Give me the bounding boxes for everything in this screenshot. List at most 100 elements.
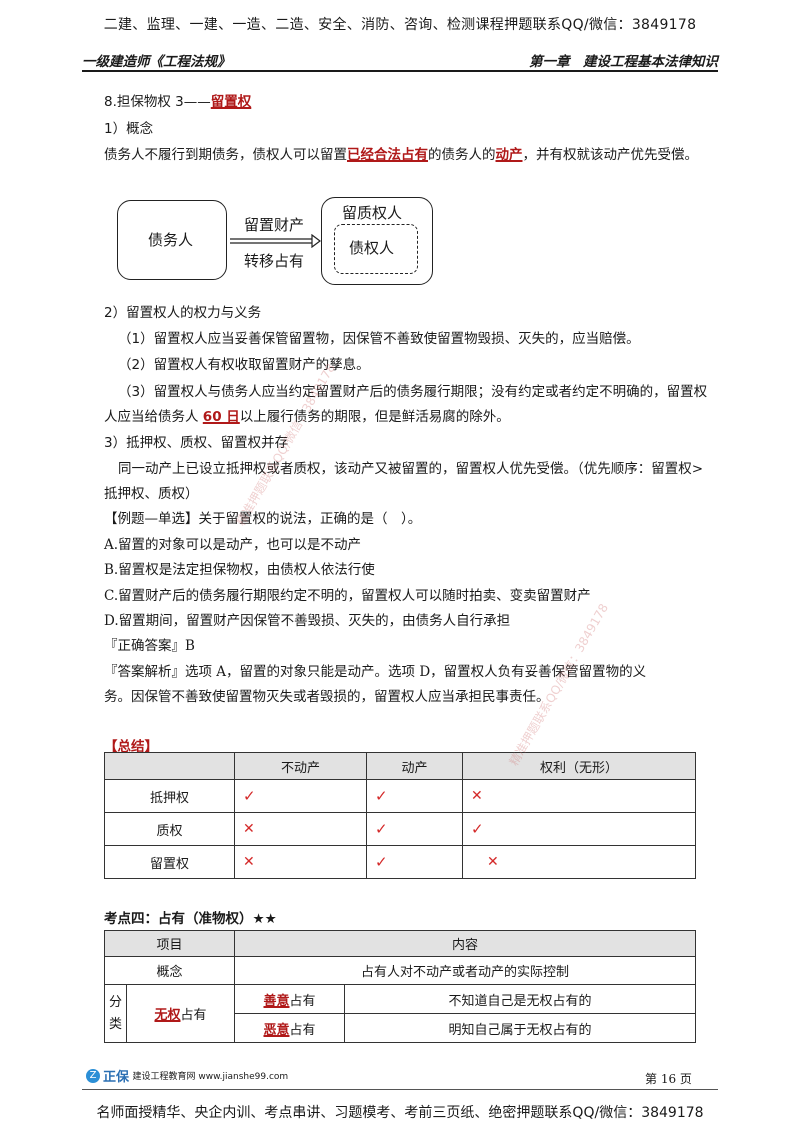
bad-faith-text: 占有 [289, 1022, 316, 1038]
good-faith-highlight: 善意 [263, 993, 290, 1009]
summary-header-row: 不动产 动产 权利（无形） [104, 752, 696, 780]
rights-title: 2）留置权人的权力与义务 [104, 305, 262, 321]
summary-row: 质权 ✕ ✓ ✓ [104, 812, 696, 846]
option-b: B.留置权是法定担保物权，由债权人依法行使 [104, 562, 375, 578]
rights-item: （2）留置权人有权收取留置财产的孳息。 [118, 357, 370, 373]
page-number: 第 16 页 [645, 1072, 692, 1086]
concept-text-part: 债务人不履行到期债务，债权人可以留置 [104, 147, 347, 163]
concept-text: 债务人不履行到期债务，债权人可以留置已经合法占有的债务人的动产，并有权就该动产优… [104, 143, 698, 163]
class-label: 分类 [104, 984, 127, 1043]
possession-table: 项目 内容 概念 占有人对不动产或者动产的实际控制 分类 无权占有 善意占有 不… [104, 930, 696, 1043]
correct-answer: 『正确答案』B [104, 638, 195, 654]
classification-row: 分类 无权占有 善意占有 不知道自己是无权占有的 [104, 984, 696, 1043]
check-mark-icon: ✓ [375, 853, 388, 871]
summary-table: 不动产 动产 权利（无形） 抵押权✓✓✕质权✕✓✓留置权✕✓✕ [104, 752, 696, 879]
option-c: C.留置财产后的债务履行期限约定不明的，留置权人可以随时拍卖、变卖留置财产 [104, 588, 591, 604]
coexist-text-cont: 抵押权、质权） [104, 486, 199, 502]
summary-cell: ✓ [366, 779, 463, 813]
option-d: D.留置期间，留置财产因保管不善毁损、灭失的，由债务人自行承担 [104, 613, 511, 629]
rights-item-cont: 人应当给债务人 60 日以上履行债务的期限，但是鲜活易腐的除外。 [104, 405, 510, 425]
footer-divider [82, 1089, 718, 1090]
rights-text-part: 人应当给债务人 [104, 409, 203, 425]
kaodian-title: 考点四：占有（准物权）★★ [104, 911, 277, 927]
concept-text-part: 的债务人的 [428, 147, 496, 163]
answer-analysis: 『答案解析』选项 A，留置的对象只能是动产。选项 D，留置权人负有妥善保管留置物… [104, 664, 647, 680]
cross-mark-icon: ✕ [243, 821, 255, 837]
answer-analysis-cont: 务。因保管不善致使留置物灭失或者毁损的，留置权人应当承担民事责任。 [104, 689, 550, 705]
concept-highlight-2: 动产 [495, 147, 523, 163]
debtor-box: 债务人 [117, 200, 227, 280]
logo-subtitle: 建设工程教育网 www.jianshe99.com [132, 1072, 289, 1082]
cross-mark-icon: ✕ [471, 788, 483, 804]
section-title: 8.担保物权 3——留置权 [104, 90, 251, 110]
summary-row: 留置权✕✓✕ [104, 845, 696, 879]
summary-cell: ✓ [366, 845, 463, 879]
header-chapter-title: 第一章 建设工程基本法律知识 [529, 54, 718, 70]
header-content: 内容 [234, 930, 696, 957]
summary-cell: ✕ [234, 812, 367, 846]
summary-row-label: 抵押权 [104, 779, 235, 813]
summary-cell: ✓ [462, 812, 696, 846]
header-book-title: 一级建造师《工程法规》 [82, 54, 231, 70]
concept-highlight-1: 已经合法占有 [347, 147, 428, 163]
rights-item: （1）留置权人应当妥善保管留置物，因保管不善致使留置物毁损、灭失的，应当赔偿。 [118, 331, 640, 347]
concept-label: 概念 [104, 956, 235, 985]
cross-mark-icon: ✕ [487, 854, 499, 870]
logo-brand: 正保 [103, 1070, 130, 1085]
check-mark-icon: ✓ [375, 787, 388, 805]
lienholder-box: 留质权人 债权人 [321, 197, 433, 285]
page-header: 一级建造师《工程法规》 第一章 建设工程基本法律知识 [82, 50, 718, 72]
transfer-arrow [230, 234, 321, 248]
section-highlight: 留置权 [210, 94, 252, 110]
creditor-label: 债权人 [349, 239, 395, 257]
bottom-banner: 名师面授精华、央企内训、考点串讲、习题模考、考前三页纸、绝密押题联系QQ/微信：… [96, 1105, 704, 1121]
concept-title: 1）概念 [104, 121, 154, 137]
option-a: A.留置的对象可以是动产，也可以是不动产 [104, 537, 362, 553]
creditor-box: 债权人 [334, 224, 418, 274]
check-mark-icon: ✓ [471, 820, 484, 838]
check-mark-icon: ✓ [375, 820, 388, 838]
summary-cell: ✓ [366, 812, 463, 846]
lienholder-label: 留质权人 [342, 204, 403, 222]
bad-faith-row: 恶意占有 明知自己属于无权占有的 [105, 1013, 696, 1043]
summary-header-cell: 不动产 [234, 752, 367, 780]
summary-row: 抵押权 ✓ ✓ ✕ [104, 779, 696, 813]
wuquan-cell: 无权占有 [126, 984, 235, 1043]
rights-text-part: 以上履行债务的期限，但是鲜活易腐的除外。 [239, 409, 510, 425]
section-prefix: 8.担保物权 3—— [104, 94, 211, 110]
concept-text-part: ，并有权就该动产优先受偿。 [522, 147, 699, 163]
concept-value: 占有人对不动产或者动产的实际控制 [234, 956, 696, 985]
bad-faith-highlight: 恶意 [263, 1022, 290, 1038]
summary-header-cell [104, 752, 235, 780]
good-faith-text: 占有 [289, 993, 316, 1009]
summary-header-cell: 权利（无形） [462, 752, 696, 780]
concept-row: 概念 占有人对不动产或者动产的实际控制 [104, 956, 696, 985]
good-faith-desc: 不知道自己是无权占有的 [344, 984, 696, 1014]
bad-faith-cell: 恶意占有 [234, 1013, 345, 1043]
summary-cell: ✕ [462, 845, 696, 879]
coexist-title: 3）抵押权、质权、留置权并存 [104, 435, 289, 451]
wuquan-highlight: 无权 [154, 1008, 181, 1023]
example-question: 【例题—单选】关于留置权的说法，正确的是（ ）。 [104, 511, 422, 527]
header-item: 项目 [104, 930, 235, 957]
summary-cell: ✕ [462, 779, 696, 813]
summary-header-cell: 动产 [366, 752, 463, 780]
good-faith-cell: 善意占有 [234, 984, 345, 1014]
summary-row-label: 质权 [104, 812, 235, 846]
summary-title-text: 【总结】 [104, 739, 158, 755]
logo-icon: Z [86, 1068, 100, 1083]
summary-title: 【总结】 [104, 735, 158, 755]
bad-faith-desc: 明知自己属于无权占有的 [344, 1013, 696, 1043]
arrow-bottom-label: 转移占有 [244, 252, 305, 270]
rights-item: （3）留置权人与债务人应当约定留置财产后的债务履行期限；没有约定或者约定不明确的… [118, 384, 708, 400]
coexist-text: 同一动产上已设立抵押权或者质权，该动产又被留置的，留置权人优先受偿。（优先顺序：… [118, 461, 704, 477]
days-highlight: 60 日 [202, 409, 240, 425]
check-mark-icon: ✓ [243, 787, 256, 805]
wuquan-text: 占有 [180, 1008, 207, 1023]
summary-cell: ✓ [234, 779, 367, 813]
debtor-label: 债务人 [148, 231, 194, 249]
summary-cell: ✕ [234, 845, 367, 879]
arrow-top-label: 留置财产 [244, 216, 305, 234]
top-banner: 二建、监理、一建、一造、二造、安全、消防、咨询、检测课程押题联系QQ/微信：38… [103, 17, 697, 33]
